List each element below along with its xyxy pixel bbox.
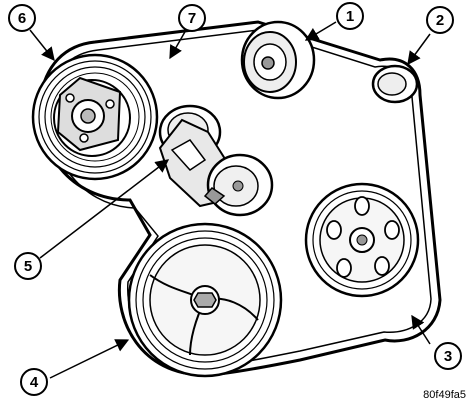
- ac-compressor-pulley: [31, 53, 159, 181]
- callout-4: 4: [20, 368, 48, 396]
- water-pump-pulley: [304, 182, 420, 298]
- leader-4: [49, 339, 130, 379]
- leader-6: [29, 29, 55, 62]
- figure-reference: 80f49fa5: [423, 389, 466, 401]
- callout-5: 5: [14, 252, 42, 280]
- idler-pulley: [240, 20, 316, 100]
- leader-5: [39, 159, 170, 259]
- callout-7: 7: [178, 4, 206, 32]
- callout-3: 3: [434, 342, 462, 370]
- callout-6: 6: [8, 4, 36, 32]
- leader-7: [169, 29, 187, 60]
- callout-3-label: 3: [444, 348, 452, 365]
- callout-7-label: 7: [188, 10, 196, 27]
- belt-tensioner: [158, 104, 274, 217]
- callout-6-label: 6: [18, 10, 26, 27]
- callout-1-label: 1: [346, 8, 354, 25]
- callout-1: 1: [336, 2, 364, 30]
- callout-5-label: 5: [24, 258, 32, 275]
- leader-3: [411, 314, 431, 345]
- crankshaft-pulley: [127, 222, 283, 378]
- leader-2: [407, 33, 431, 66]
- callout-2: 2: [426, 6, 454, 34]
- leader-lines: [29, 21, 431, 379]
- callout-4-label: 4: [30, 374, 39, 391]
- leader-1: [304, 21, 337, 41]
- callout-2-label: 2: [436, 12, 444, 29]
- right-idler-pulley: [371, 64, 419, 104]
